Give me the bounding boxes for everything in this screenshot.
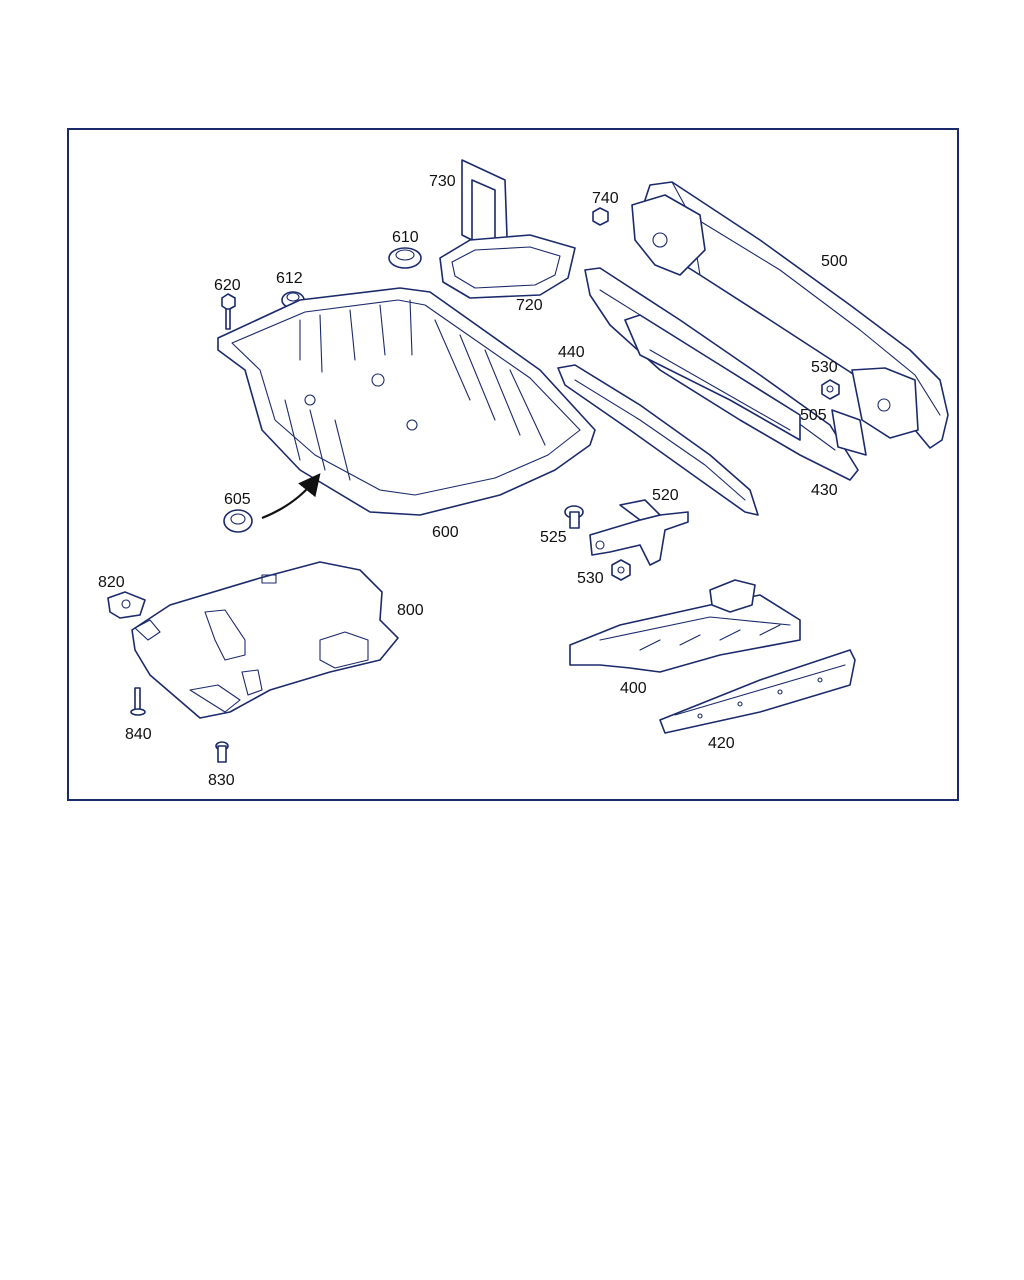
callout-430: 430 xyxy=(811,482,838,499)
callout-610: 610 xyxy=(392,229,419,246)
tray-frame-720 xyxy=(439,234,576,299)
bolt-830 xyxy=(215,741,229,763)
callout-720: 720 xyxy=(516,297,543,314)
callout-600: 600 xyxy=(432,524,459,541)
callout-530-lower: 530 xyxy=(577,570,604,587)
callout-800: 800 xyxy=(397,602,424,619)
underbody-panel-800 xyxy=(131,561,399,719)
nut-740 xyxy=(592,207,609,226)
clip-820 xyxy=(107,591,146,619)
callout-740: 740 xyxy=(592,190,619,207)
rivet-840 xyxy=(130,687,146,716)
grommet-610 xyxy=(388,247,422,269)
callout-612: 612 xyxy=(276,270,303,287)
callout-530-top: 530 xyxy=(811,359,838,376)
plate-505 xyxy=(831,409,867,456)
callout-500: 500 xyxy=(821,253,848,270)
callout-400: 400 xyxy=(620,680,647,697)
callout-730: 730 xyxy=(429,173,456,190)
rear-panel-430 xyxy=(584,267,859,481)
sill-strip-420 xyxy=(659,649,856,734)
spare-wheel-tub-600 xyxy=(217,287,596,516)
callout-820: 820 xyxy=(98,574,125,591)
bracket-520 xyxy=(589,499,689,566)
callout-830: 830 xyxy=(208,772,235,789)
nut-605 xyxy=(223,509,253,533)
screw-620 xyxy=(221,293,236,330)
bolt-525 xyxy=(564,505,584,529)
callout-520: 520 xyxy=(652,487,679,504)
callout-605: 605 xyxy=(224,491,251,508)
floor-rail-400 xyxy=(569,579,801,673)
nut-530-top xyxy=(821,379,840,400)
arrow-605 xyxy=(261,473,321,520)
callout-420: 420 xyxy=(708,735,735,752)
bumper-beam-500 xyxy=(631,181,949,449)
callout-440: 440 xyxy=(558,344,585,361)
callout-505: 505 xyxy=(800,407,827,424)
strip-440 xyxy=(557,364,759,516)
callout-840: 840 xyxy=(125,726,152,743)
callout-620: 620 xyxy=(214,277,241,294)
callout-525: 525 xyxy=(540,529,567,546)
nut-530-lower xyxy=(611,559,631,581)
